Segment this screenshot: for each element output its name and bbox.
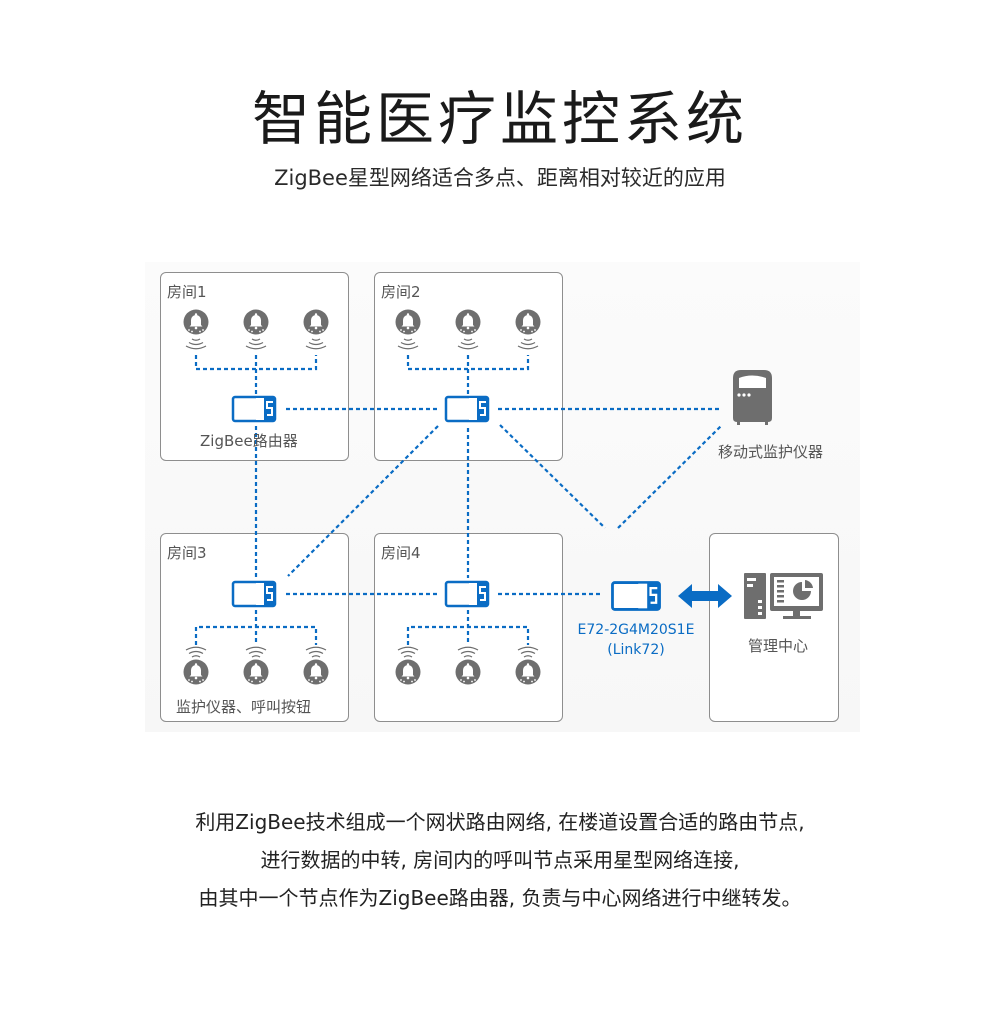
description: 利用ZigBee技术组成一个网状路由网络, 在楼道设置合适的路由节点, 进行数据… <box>0 803 1000 917</box>
room-2: 房间2 <box>374 272 563 461</box>
management-center-box <box>709 533 839 722</box>
description-line: 利用ZigBee技术组成一个网状路由网络, 在楼道设置合适的路由节点, <box>195 810 805 834</box>
call-devices-caption: 监护仪器、呼叫按钮 <box>176 698 312 716</box>
description-line: 由其中一个节点作为ZigBee路由器, 负责与中心网络进行中继转发。 <box>198 886 802 910</box>
mobile-monitor-caption: 移动式监护仪器 <box>718 443 824 461</box>
gateway-caption: E72-2G4M20S1E (Link72) <box>566 620 706 660</box>
page-subtitle: ZigBee星型网络适合多点、距离相对较近的应用 <box>274 166 726 190</box>
room-label: 房间1 <box>167 283 207 301</box>
page-title: 智能医疗监控系统 <box>251 85 748 153</box>
router-caption: ZigBee路由器 <box>200 432 298 450</box>
gateway-name: (Link72) <box>607 642 665 658</box>
room-label: 房间2 <box>381 283 421 301</box>
room-label: 房间4 <box>381 544 421 562</box>
gateway-model: E72-2G4M20S1E <box>577 622 695 638</box>
description-line: 进行数据的中转, 房间内的呼叫节点采用星型网络连接, <box>260 848 740 872</box>
management-center-caption: 管理中心 <box>748 637 809 655</box>
room-label: 房间3 <box>167 544 207 562</box>
room-4: 房间4 <box>374 533 563 722</box>
room-3: 房间3 <box>160 533 349 722</box>
